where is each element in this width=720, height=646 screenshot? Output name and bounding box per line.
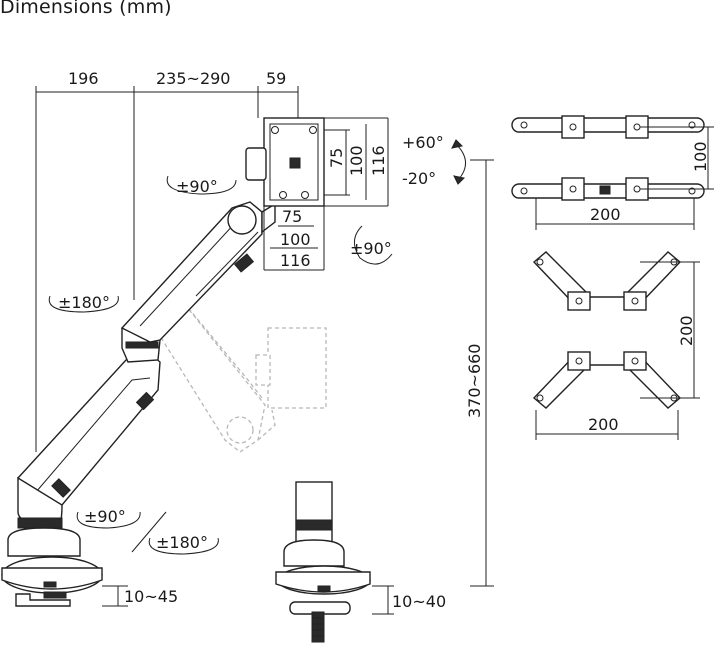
rotation-arrow: [354, 225, 393, 265]
dim-vesa-100-v: 100: [347, 145, 366, 176]
base-rotation-arrow: [148, 537, 219, 555]
dimension-labels: 196 235~290 59 75 100 116 75 100 116 370…: [58, 69, 710, 611]
rot-head-swivel: ±90°: [176, 177, 218, 196]
ghost-arm: [149, 291, 327, 453]
dim-vesa-116-v: 116: [369, 145, 388, 176]
dim-vesa-116-h: 116: [280, 251, 311, 270]
monitor-arm-clamp: [1, 117, 325, 607]
rot-base-swivel: ±90°: [84, 507, 126, 526]
dim-vesa-100-h: 100: [280, 230, 311, 249]
rot-tilt-up: +60°: [402, 133, 444, 152]
dim-reach-head: 59: [266, 69, 286, 88]
page-title: Dimensions (mm): [0, 0, 172, 18]
dim-clamp-range: 10~45: [124, 587, 178, 606]
dim-adapter-200-h-bottom: 200: [588, 415, 619, 434]
rot-rotation: ±90°: [350, 239, 392, 258]
vesa-adapter-200: [532, 251, 682, 409]
rot-base-rotation: ±180°: [156, 533, 208, 552]
tilt-arrow: [455, 143, 466, 181]
arm-swivel-arrow: [48, 295, 119, 313]
dim-height-range: 370~660: [465, 344, 484, 418]
dimension-lines: [35, 86, 714, 615]
rotation-arrows: [48, 139, 466, 555]
dim-grommet-range: 10~40: [392, 592, 446, 611]
base-swivel-arrow: [76, 511, 141, 529]
rot-tilt-down: -20°: [402, 169, 436, 188]
dim-vesa-75-h: 75: [282, 207, 302, 226]
dim-vesa-75-v: 75: [327, 148, 346, 168]
head-swivel-arrow: [166, 175, 237, 195]
dim-adapter-200-v: 200: [677, 315, 696, 346]
dim-reach-arm: 235~290: [156, 69, 230, 88]
monitor-arm-grommet: [275, 481, 371, 643]
dim-adapter-200-h-top: 200: [590, 205, 621, 224]
rot-arm-swivel: ±180°: [58, 293, 110, 312]
dim-reach-base: 196: [68, 69, 99, 88]
dim-adapter-100-v: 100: [691, 141, 710, 172]
vesa-adapter-100: [511, 115, 705, 201]
